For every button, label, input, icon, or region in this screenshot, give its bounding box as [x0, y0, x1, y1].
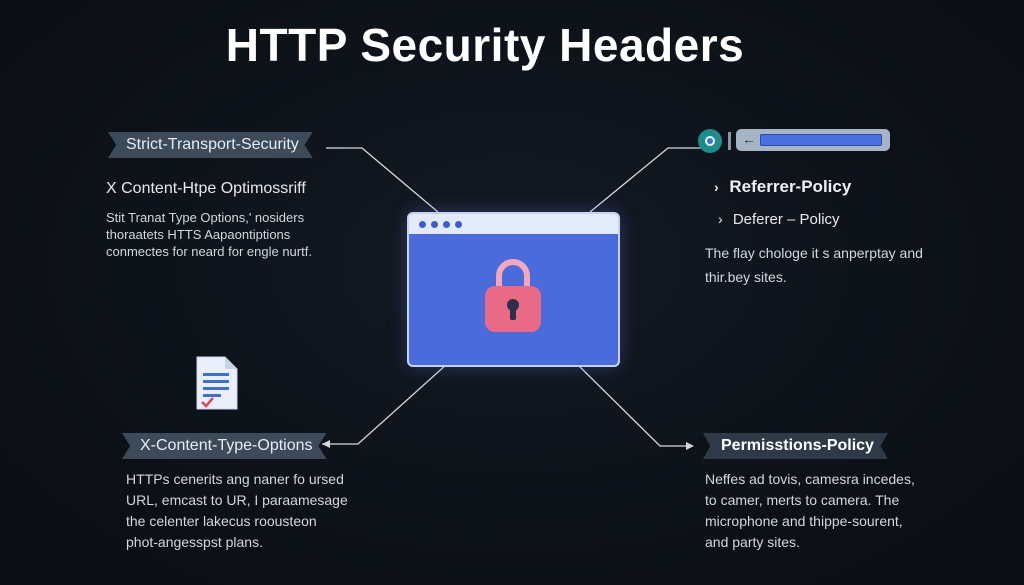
bottom-left-description: HTTPs cenerits ang naner fo ursed URL, e… — [126, 469, 348, 553]
window-dot — [455, 220, 462, 228]
x-content-type-options-label: X-Content-Type-Options — [122, 433, 327, 459]
window-dot — [431, 220, 438, 228]
top-left-line: Stit Tranat Type Options,' nosiders — [106, 210, 305, 225]
chrome-badge-icon — [698, 129, 722, 153]
bottom-right-line: and party sites. — [705, 534, 800, 550]
bottom-right-line: to camer, merts to camera. The — [705, 492, 900, 508]
top-left-line: conmectes for neard for engle nurtf. — [106, 244, 312, 259]
connector-top-right — [589, 147, 704, 213]
permissions-policy-label: Permisstions-Policy — [703, 433, 888, 459]
chevron-right-icon: › — [714, 179, 719, 195]
bottom-right-line: microphone and thippe-sourent, — [705, 513, 903, 529]
connector-bottom-left — [322, 363, 448, 445]
top-right-line: The flay chologe it s anperptay and — [705, 245, 923, 261]
window-dot — [443, 220, 450, 228]
toolbar-divider — [728, 132, 731, 150]
page-title: HTTP Security Headers — [225, 19, 745, 71]
referrer-policy-heading: › Referrer-Policy — [714, 177, 851, 197]
referrer-policy-subheading: › Deferer – Policy — [718, 211, 840, 228]
padlock-icon — [485, 259, 541, 332]
referrer-policy-label: Referrer-Policy — [729, 177, 852, 196]
browser-window — [407, 212, 620, 367]
bottom-left-line: URL, emcast to UR, I paraamesage — [126, 492, 348, 508]
connector-arrowhead-right — [686, 442, 694, 450]
bottom-left-line: the celenter lakecus roousteon — [126, 513, 317, 529]
referrer-policy-sublabel: Deferer – Policy — [732, 211, 840, 228]
connector-arrowhead-left — [322, 440, 330, 448]
browser-titlebar — [409, 214, 618, 234]
bottom-left-line: HTTPs cenerits ang naner fo ursed — [126, 471, 344, 487]
back-arrow-icon[interactable]: ← — [742, 131, 756, 147]
url-field[interactable] — [760, 134, 882, 146]
bottom-right-description: Neffes ad tovis, camesra incedes, to cam… — [705, 469, 915, 553]
top-left-line: thoraatets HTTS Aapaontiptions — [106, 227, 291, 242]
top-left-heading: X Content-Htpe Optimossriff — [106, 180, 306, 197]
top-left-description: Stit Tranat Type Options,' nosiders thor… — [106, 209, 312, 260]
connector-top-left — [326, 147, 439, 213]
bottom-left-line: phot-angesspst plans. — [126, 534, 263, 550]
top-right-line: thir.bey sites. — [705, 269, 787, 285]
window-dot — [419, 220, 426, 228]
document-check-icon — [196, 356, 238, 410]
top-right-description: The flay chologe it s anperptay and thir… — [705, 243, 923, 288]
bottom-right-line: Neffes ad tovis, camesra incedes, — [705, 471, 915, 487]
address-bar[interactable]: ← — [736, 129, 890, 151]
connector-bottom-right — [576, 363, 690, 447]
strict-transport-security-label: Strict-Transport-Security — [108, 132, 313, 158]
chevron-right-icon: › — [718, 211, 723, 227]
